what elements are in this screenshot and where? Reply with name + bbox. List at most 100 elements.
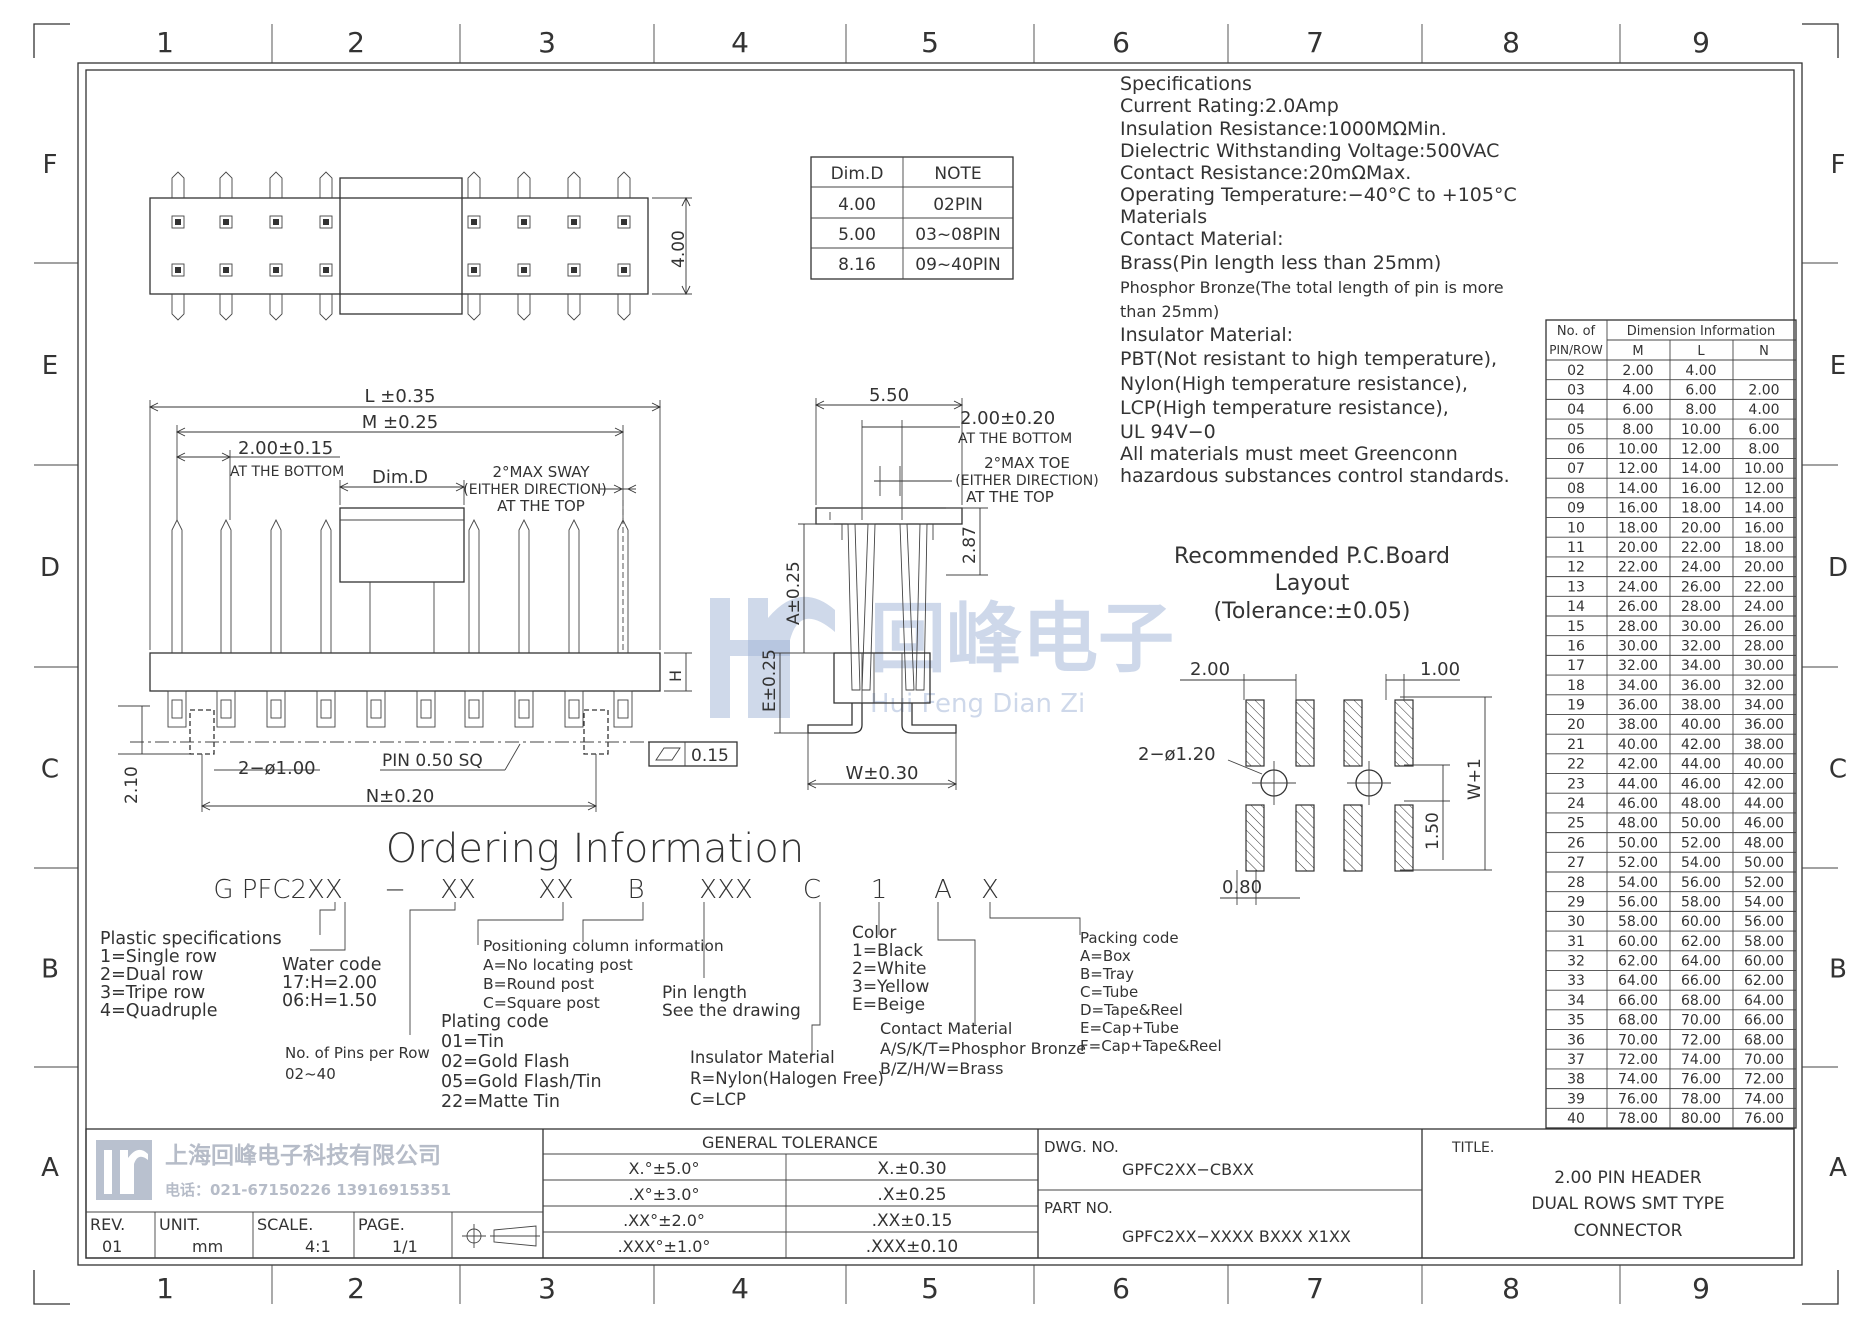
pin-square <box>567 263 581 277</box>
dim-table-pin-count: 11 <box>1567 540 1585 556</box>
dimd-table: Dim.D NOTE 4.00 02PIN 5.00 03~08PIN 8.16… <box>810 156 1014 280</box>
dim-table-cell: 16.00 <box>1744 520 1784 536</box>
dim-table-pin-count: 34 <box>1567 993 1585 1009</box>
dimd-header-1: NOTE <box>934 164 981 184</box>
dim-table-cell: 2.00 <box>1622 363 1653 379</box>
dimd-cell: 03~08PIN <box>915 225 1001 245</box>
pin-square <box>617 215 631 229</box>
row-label-left: D <box>40 553 60 583</box>
h-dimension: H <box>666 670 685 682</box>
dim-table-cell: 42.00 <box>1744 776 1784 792</box>
dim-table-cell: 46.00 <box>1618 796 1658 812</box>
spec-line: Dielectric Withstanding Voltage:500VAC <box>1120 140 1499 162</box>
dim-table-cell: 46.00 <box>1744 816 1784 832</box>
projection-symbol-icon <box>462 1224 540 1248</box>
order-positioning-line: Positioning column information <box>483 937 724 955</box>
row-label-left: B <box>41 955 59 985</box>
dim-table-group: Dimension Information <box>1627 324 1775 339</box>
dim-table-cell: 38.00 <box>1744 737 1784 753</box>
column-label-top: 2 <box>347 26 365 59</box>
column-label-top: 4 <box>731 26 749 59</box>
dim-table-cell: 50.00 <box>1681 816 1721 832</box>
title-line-1: 2.00 PIN HEADER <box>1554 1168 1702 1188</box>
dim-table-cell: 62.00 <box>1681 934 1721 950</box>
spec-line: PBT(Not resistant to high temperature), <box>1120 348 1497 370</box>
top-height-dim: 4.00 <box>669 230 689 268</box>
row-label-right: F <box>1831 150 1846 180</box>
dim-table-pin-count: 10 <box>1567 520 1585 536</box>
column-label-bottom: 8 <box>1502 1272 1520 1305</box>
spec-line: Insulation Resistance:1000MΩMin. <box>1120 118 1447 140</box>
dimd-cell: 4.00 <box>838 195 876 215</box>
tolerance-angle: .XX°±2.0° <box>623 1211 705 1230</box>
dim-table-cell: 42.00 <box>1681 737 1721 753</box>
dim-table-cell: 2.00 <box>1748 382 1779 398</box>
dim-table-pin-count: 31 <box>1567 934 1585 950</box>
top-pin <box>617 294 631 321</box>
page-label: PAGE. <box>358 1215 405 1234</box>
dim-table-cell: 70.00 <box>1681 1013 1721 1029</box>
front-pin-foot <box>266 690 286 728</box>
column-label-top: 6 <box>1112 26 1130 59</box>
order-code-part: XX <box>538 875 574 905</box>
pcb-pad <box>1245 699 1265 767</box>
dim-table-cell: 10.00 <box>1681 422 1721 438</box>
pin-square <box>219 215 233 229</box>
dim-table-cell: 60.00 <box>1744 954 1784 970</box>
toe-note-3: AT THE TOP <box>966 488 1054 506</box>
pin-square <box>517 215 531 229</box>
dim-table-cell: 56.00 <box>1681 875 1721 891</box>
pcb-pad <box>1343 804 1363 872</box>
dimd-label: Dim.D <box>372 467 428 488</box>
spec-line: Insulator Material: <box>1120 324 1293 346</box>
dim-table-cell: 18.00 <box>1618 520 1658 536</box>
row-label-left: C <box>41 755 59 785</box>
spec-line: hazardous substances control standards. <box>1120 465 1510 487</box>
dim-table-pin-count: 23 <box>1567 776 1585 792</box>
dim-table-cell: 62.00 <box>1618 954 1658 970</box>
pitch-note: AT THE BOTTOM <box>230 464 344 480</box>
front-pin-foot <box>416 690 436 728</box>
side-width-550: 5.50 <box>869 385 909 406</box>
top-pin <box>617 171 631 198</box>
front-pin-foot <box>613 690 633 728</box>
dim-table-cell: 32.00 <box>1744 678 1784 694</box>
dim-table-cell: 12.00 <box>1744 481 1784 497</box>
dim-table-cell: 58.00 <box>1681 894 1721 910</box>
dim-table-cell: 22.00 <box>1618 560 1658 576</box>
dim-table-cell: 30.00 <box>1681 619 1721 635</box>
dim-table-cell: 14.00 <box>1681 461 1721 477</box>
order-code-part: C <box>803 875 821 905</box>
front-pin-foot <box>514 690 534 728</box>
dim-table-pin-count: 05 <box>1567 422 1585 438</box>
order-plating-line: 05=Gold Flash/Tin <box>441 1072 602 1092</box>
order-packing-line: E=Cap+Tube <box>1080 1019 1179 1037</box>
dim-table-cell: 52.00 <box>1744 875 1784 891</box>
dim-table-pin-count: 32 <box>1567 954 1585 970</box>
dim-table-pin-count: 24 <box>1567 796 1585 812</box>
order-pin-length-line: Pin length <box>662 983 747 1003</box>
scale-label: SCALE. <box>257 1215 313 1234</box>
dim-table-header-n: N <box>1759 344 1769 359</box>
order-water-line: 17:H=2.00 <box>282 973 377 993</box>
toe-note-1: 2°MAX TOE <box>984 454 1070 472</box>
pcb-title-1: Recommended P.C.Board <box>1174 544 1450 569</box>
top-pin <box>219 171 233 198</box>
n-dimension: N±0.20 <box>366 786 435 807</box>
pcb-layout: Recommended P.C.Board Layout (Tolerance:… <box>1138 544 1492 905</box>
order-water-line: 06:H=1.50 <box>282 991 377 1011</box>
dim-table-pin-count: 36 <box>1567 1032 1585 1048</box>
dim-table-pin-count: 06 <box>1567 442 1585 458</box>
order-contact-line: B/Z/H/W=Brass <box>880 1059 1003 1078</box>
dim-table-cell: 34.00 <box>1744 698 1784 714</box>
dim-table-cell: 70.00 <box>1744 1052 1784 1068</box>
dim-table-cell: 32.00 <box>1681 638 1721 654</box>
scale-value: 4:1 <box>305 1237 331 1256</box>
w-dimension: W±0.30 <box>846 763 919 784</box>
row-label-left: F <box>43 150 58 180</box>
order-positioning-line: B=Round post <box>483 975 594 993</box>
sway-note-3: AT THE TOP <box>497 497 585 515</box>
top-pin <box>319 171 333 198</box>
order-code-part: 1 <box>871 875 888 905</box>
front-pin-foot <box>366 690 386 728</box>
